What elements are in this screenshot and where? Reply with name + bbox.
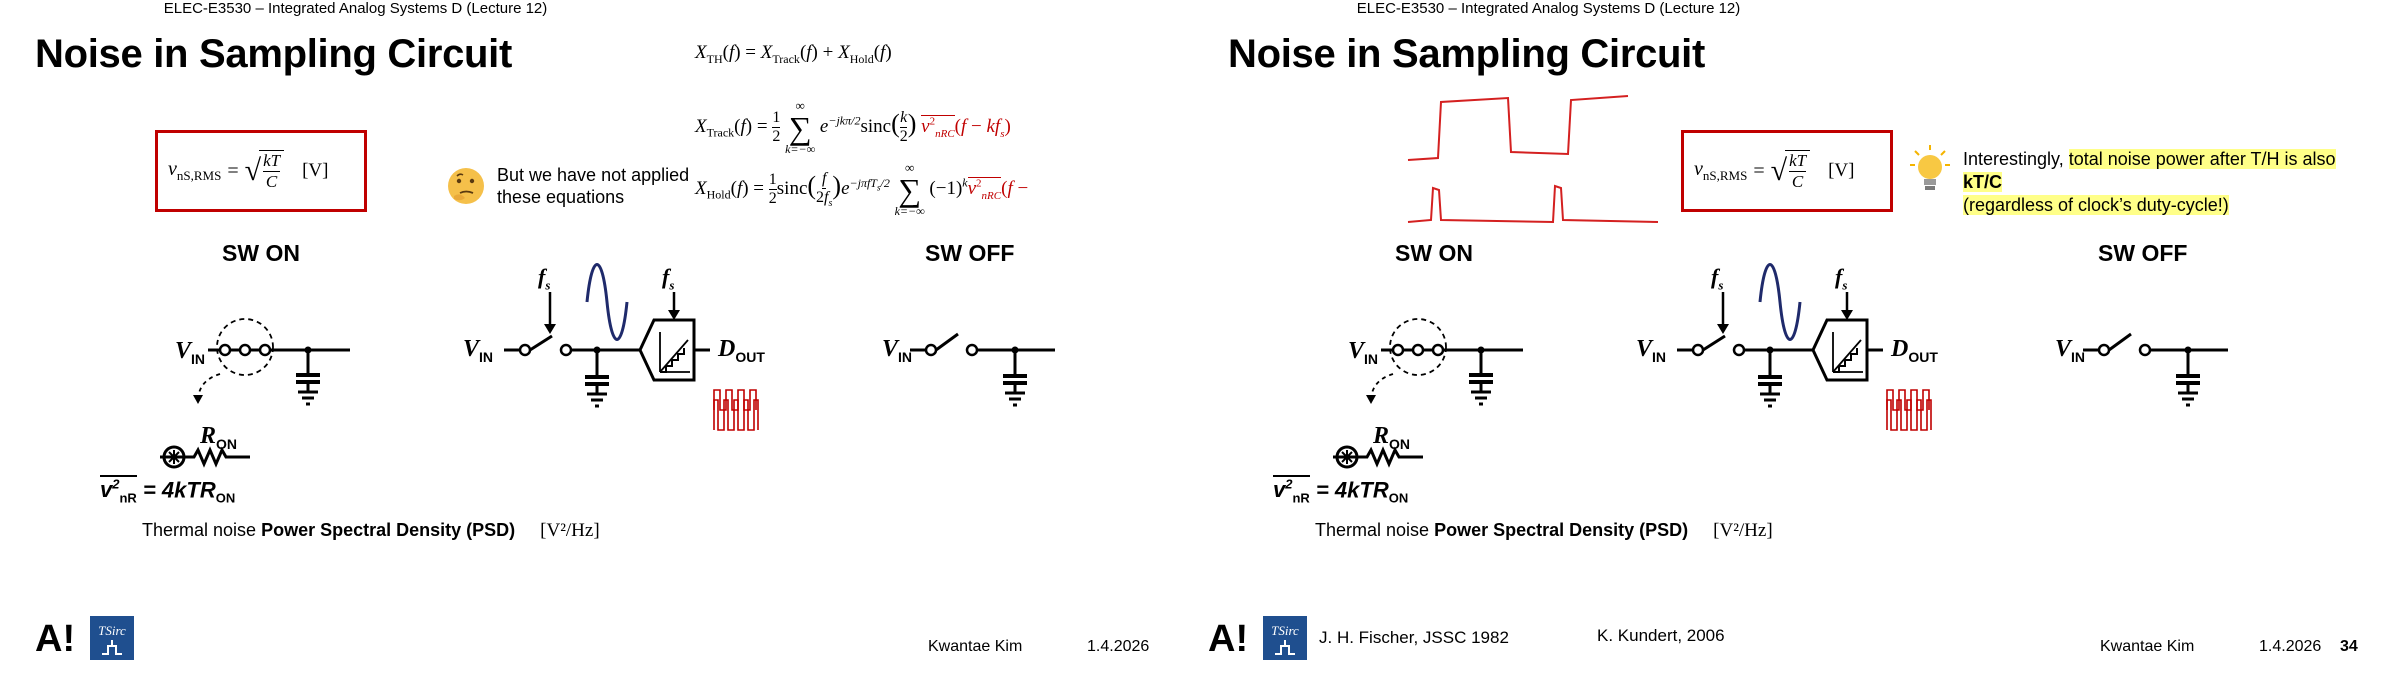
sqrt-sign: √	[244, 154, 262, 187]
fs-label-adc: fs	[1835, 264, 1848, 293]
footer-author: Kwantae Kim	[928, 638, 1023, 655]
formula-lhs: vnS,RMS	[1694, 158, 1748, 183]
fs-label-switch: fs	[538, 264, 551, 293]
aalto-logo: A!	[1208, 618, 1249, 660]
thinking-note: But we have not applied these equations	[497, 165, 690, 207]
slide-title: Noise in Sampling Circuit	[1228, 32, 1706, 76]
sw-on-circuit	[1333, 318, 1523, 469]
equation-th: XTH(f) = XTrack(f) + XHold(f)	[695, 42, 892, 66]
formula-unit: [V]	[302, 160, 329, 181]
clock-waveform-sketch	[1407, 95, 1659, 224]
thinking-face-icon	[448, 168, 484, 204]
psd-caption: Thermal noise Power Spectral Density (PS…	[1315, 520, 1773, 541]
aalto-logo: A!	[35, 618, 76, 660]
th-adc-circuit	[1677, 263, 1932, 431]
mid-vin-label: VIN	[463, 336, 494, 365]
sw-on-circuit	[160, 318, 350, 469]
sw-off-label: SW OFF	[2098, 240, 2188, 266]
reference-kundert: K. Kundert, 2006	[1597, 626, 1725, 645]
sw-on-label: SW ON	[222, 240, 300, 266]
lightbulb-icon	[1910, 145, 1950, 190]
insight-note: Interestingly, total noise power after T…	[1963, 149, 2336, 215]
sw-off-label: SW OFF	[925, 240, 1015, 266]
sw-off-vin-label: VIN	[2055, 336, 2086, 365]
sw-off-vin-label: VIN	[882, 336, 913, 365]
psd-caption: Thermal noise Power Spectral Density (PS…	[142, 520, 600, 541]
fs-label-switch: fs	[1711, 264, 1724, 293]
footer-date: 1.4.2026	[2259, 638, 2322, 655]
dout-label: DOUT	[1891, 336, 1938, 365]
ron-label: RON	[1373, 423, 1411, 452]
sw-on-vin-label: VIN	[1348, 338, 1379, 367]
slide-title: Noise in Sampling Circuit	[35, 32, 513, 76]
sw-off-circuit	[910, 332, 1055, 407]
slide-right: ELEC-E3530 – Integrated Analog Systems D…	[1193, 0, 2364, 680]
noise-psd-equation: v2nR = 4kTRON	[1273, 475, 1409, 506]
sw-on-label: SW ON	[1395, 240, 1473, 266]
ktc-fraction: kT C	[259, 150, 285, 192]
ktc-fraction: kT C	[1785, 150, 1811, 192]
formula-unit: [V]	[1828, 160, 1855, 181]
noise-psd-equation: v2nR = 4kTRON	[100, 475, 236, 506]
th-adc-circuit	[504, 263, 759, 431]
slide-left: ELEC-E3530 – Integrated Analog Systems D…	[0, 0, 1171, 680]
sqrt-sign: √	[1770, 154, 1788, 187]
formula-lhs: vnS,RMS	[168, 158, 222, 183]
sw-on-vin-label: VIN	[175, 338, 206, 367]
svg-text:TSirc: TSirc	[98, 623, 126, 638]
footer-author: Kwantae Kim	[2100, 638, 2195, 655]
formula-equals: =	[227, 159, 239, 182]
formula-equals: =	[1753, 159, 1765, 182]
fs-label-adc: fs	[662, 264, 675, 293]
tsirc-logo-icon: TSirc	[90, 616, 134, 660]
svg-text:TSirc: TSirc	[1271, 623, 1299, 638]
course-header: ELEC-E3530 – Integrated Analog Systems D…	[1356, 0, 1741, 17]
sw-off-circuit	[2083, 332, 2228, 407]
ktc-formula-box: vnS,RMS = √ kT C [V]	[155, 130, 367, 212]
tsirc-logo-icon: TSirc	[1263, 616, 1307, 660]
reference-fischer: J. H. Fischer, JSSC 1982	[1319, 628, 1509, 647]
footer-date: 1.4.2026	[1087, 638, 1150, 655]
ron-label: RON	[200, 423, 238, 452]
mid-vin-label: VIN	[1636, 336, 1667, 365]
dout-label: DOUT	[718, 336, 765, 365]
footer-page: 34	[2340, 638, 2358, 655]
ktc-formula-box: vnS,RMS = √ kT C [V]	[1681, 130, 1893, 212]
course-header: ELEC-E3530 – Integrated Analog Systems D…	[163, 0, 548, 17]
